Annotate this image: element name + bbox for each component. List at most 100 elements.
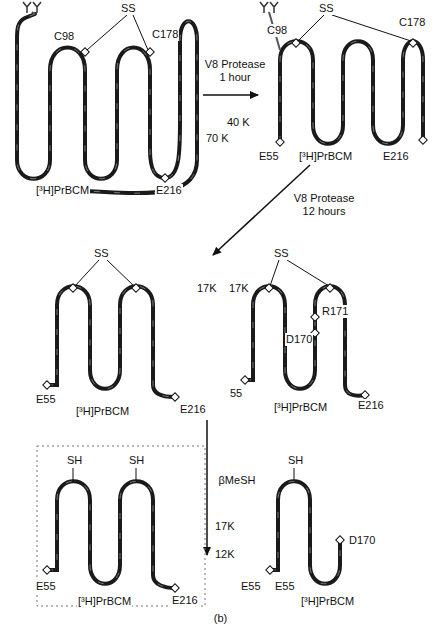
residue-label: [³H]PrBCM bbox=[300, 595, 355, 608]
bond-line bbox=[298, 15, 324, 41]
chain-highlight bbox=[17, 14, 197, 193]
residue-label: SS bbox=[120, 2, 137, 15]
bond-line bbox=[294, 468, 295, 481]
reaction-condition: βMeSH bbox=[214, 474, 260, 487]
residue-diamond bbox=[292, 39, 300, 47]
residue-diamond bbox=[161, 174, 169, 182]
polypeptide-chain bbox=[280, 41, 423, 144]
residue-label: E216 bbox=[179, 403, 207, 416]
residue-label: E216 bbox=[155, 184, 183, 197]
chain-highlight bbox=[270, 481, 340, 584]
polypeptide-chain bbox=[270, 481, 340, 584]
glycan-symbol bbox=[33, 2, 41, 13]
size-label: 17K bbox=[228, 282, 250, 295]
chain-highlight bbox=[280, 41, 423, 144]
residue-label: E216 bbox=[357, 399, 385, 412]
protein-fragment: SS C98 C178E55 E216 [³H]PrBCM bbox=[258, 0, 434, 165]
residue-label: E55 bbox=[35, 393, 57, 406]
residue-label: E216 bbox=[382, 150, 410, 163]
residue-diamond bbox=[361, 391, 369, 399]
residue-diamond bbox=[419, 136, 427, 144]
reaction-arrow bbox=[206, 420, 208, 555]
residue-label: C178 bbox=[151, 28, 179, 41]
residue-label: R171 bbox=[321, 305, 349, 318]
residue-label: SH bbox=[287, 454, 304, 467]
glycan-symbol bbox=[23, 2, 31, 13]
size-label: 12K bbox=[214, 548, 236, 561]
figure-caption: (b) bbox=[0, 612, 439, 625]
residue-diamond bbox=[266, 566, 274, 574]
residue-label: [³H]PrBCM bbox=[35, 184, 90, 197]
size-label: 17K bbox=[196, 282, 218, 295]
bond-line bbox=[107, 260, 134, 286]
residue-label: SS bbox=[318, 2, 335, 15]
chain-illustration bbox=[240, 440, 415, 610]
reaction-condition: V8 Protease 1 hour bbox=[201, 58, 269, 84]
residue-diamond bbox=[43, 566, 51, 574]
glycan-stem bbox=[32, 12, 35, 14]
residue-label: E216 bbox=[171, 594, 199, 607]
bond-line bbox=[75, 260, 99, 286]
residue-diamond bbox=[43, 381, 51, 389]
residue-diamond bbox=[336, 536, 344, 544]
residue-diamond bbox=[265, 284, 273, 292]
residue-diamond bbox=[409, 39, 417, 47]
residue-label: E55 bbox=[258, 150, 280, 163]
residue-diamond bbox=[171, 584, 179, 592]
dotted-frame bbox=[37, 446, 205, 606]
protein-fragment: SS R171D170 55E216 [³H]PrBCM bbox=[215, 245, 395, 415]
residue-label: SS bbox=[93, 247, 110, 260]
residue-diamond bbox=[326, 284, 334, 292]
residue-diamond bbox=[146, 48, 154, 56]
residue-label: E55 bbox=[35, 580, 57, 593]
polypeptide-chain bbox=[245, 286, 365, 395]
reaction-condition: V8 Protease 12 hours bbox=[288, 192, 360, 218]
protein-fragment: SS C98 C178E216 [³H]PrBCM bbox=[5, 0, 203, 200]
residue-diamond bbox=[132, 284, 140, 292]
size-label: 70 K bbox=[205, 132, 230, 145]
residue-diamond bbox=[69, 284, 77, 292]
residue-label: SS bbox=[273, 247, 290, 260]
polypeptide-chain bbox=[47, 286, 175, 397]
residue-label: [³H]PrBCM bbox=[75, 405, 130, 418]
residue-label: SH bbox=[128, 454, 145, 467]
residue-label: C178 bbox=[398, 16, 426, 29]
residue-label: 55 bbox=[229, 387, 243, 400]
bond-line bbox=[133, 15, 148, 50]
residue-label: E55 bbox=[274, 580, 296, 593]
chain-highlight bbox=[245, 286, 365, 395]
residue-label: [³H]PrBCM bbox=[298, 150, 353, 163]
residue-diamond bbox=[241, 376, 249, 384]
glycan-symbol bbox=[270, 2, 278, 13]
residue-label: [³H]PrBCM bbox=[77, 595, 132, 608]
residue-diamond bbox=[171, 393, 179, 401]
residue-diamond bbox=[311, 313, 319, 321]
residue-label: D170 bbox=[285, 333, 313, 346]
bond-line bbox=[136, 468, 137, 481]
residue-label: SH bbox=[66, 454, 83, 467]
residue-label: [³H]PrBCM bbox=[273, 401, 328, 414]
residue-label: D170 bbox=[348, 534, 376, 547]
chain-illustration bbox=[35, 440, 207, 610]
residue-label: C98 bbox=[266, 24, 288, 37]
chain-highlight bbox=[47, 481, 175, 588]
residue-label: C98 bbox=[53, 30, 75, 43]
residue-diamond bbox=[81, 48, 89, 56]
bond-line bbox=[87, 15, 127, 50]
bond-line bbox=[73, 468, 74, 481]
reaction-arrow bbox=[203, 94, 258, 96]
protein-fragment: SH D170E55 E55 [³H]PrBCM bbox=[240, 440, 415, 610]
bond-line bbox=[270, 260, 279, 286]
size-label: 17K bbox=[214, 520, 236, 533]
protein-fragment: SS E55E216 [³H]PrBCM bbox=[35, 245, 213, 420]
size-label: 40 K bbox=[226, 116, 251, 129]
polypeptide-chain bbox=[17, 14, 197, 193]
chain-illustration bbox=[35, 245, 213, 420]
bond-line bbox=[287, 260, 329, 286]
protein-fragment: SH SH E55E216 [³H]PrBCM bbox=[35, 440, 207, 610]
chain-highlight bbox=[47, 286, 175, 397]
residue-label: E55 bbox=[240, 580, 262, 593]
polypeptide-chain bbox=[47, 481, 175, 588]
residue-diamond bbox=[276, 138, 284, 146]
glycan-symbol bbox=[260, 2, 268, 13]
